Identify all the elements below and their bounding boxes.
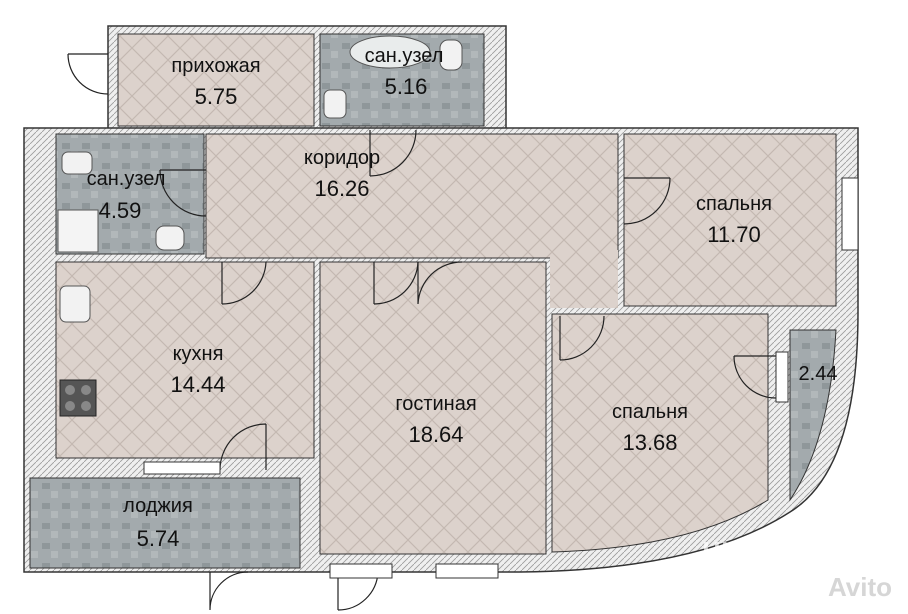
bedroom-bottom-name: спальня: [612, 401, 688, 423]
avito-watermark: Avito: [828, 572, 892, 602]
room-corridor: [205, 133, 619, 259]
entry-name: прихожая: [171, 55, 260, 77]
toilet-icon: [439, 39, 463, 71]
room-bedroom-bottom: [551, 313, 769, 553]
balcony-small-area: 2.44: [799, 363, 838, 385]
bathtub-icon: [349, 35, 431, 69]
windows: [143, 177, 859, 579]
kitchen-name: кухня: [173, 343, 224, 365]
living-area: 18.64: [408, 422, 463, 447]
room-living: [319, 261, 547, 555]
cian-watermark: ЦИАН: [702, 536, 777, 566]
kitchen-area: 14.44: [170, 372, 225, 397]
corridor-name: коридор: [304, 147, 380, 169]
room-loggia: [29, 477, 301, 569]
room-bedroom-top: [623, 133, 837, 307]
bedroom-top-name: спальня: [696, 193, 772, 215]
entry-area: 5.75: [195, 84, 238, 109]
bath-top-area: 5.16: [385, 74, 428, 99]
living-name: гостиная: [395, 393, 476, 415]
room-balcony-small: [789, 329, 837, 502]
sink-icon-2: [61, 151, 93, 175]
sink-icon: [323, 89, 347, 119]
room-corridor-ext: [550, 250, 618, 308]
toilet-icon-2: [155, 225, 185, 251]
bedroom-bottom-area: 13.68: [622, 430, 677, 455]
kitchen-sink-icon: [59, 285, 91, 323]
shower-icon: [57, 209, 99, 253]
corridor-area: 16.26: [314, 176, 369, 201]
bath-left-name: сан.узел: [87, 168, 166, 190]
room-kitchen: [55, 261, 315, 459]
loggia-name: лоджия: [123, 495, 193, 517]
doors: [67, 53, 777, 611]
bath-top-name: сан.узел: [365, 45, 444, 67]
stove-icon: [59, 379, 97, 417]
bath-left-area: 4.59: [99, 198, 142, 223]
loggia-area: 5.74: [137, 526, 180, 551]
fixtures: [57, 35, 463, 417]
room-entry: [117, 33, 315, 127]
bedroom-top-area: 11.70: [707, 222, 760, 247]
